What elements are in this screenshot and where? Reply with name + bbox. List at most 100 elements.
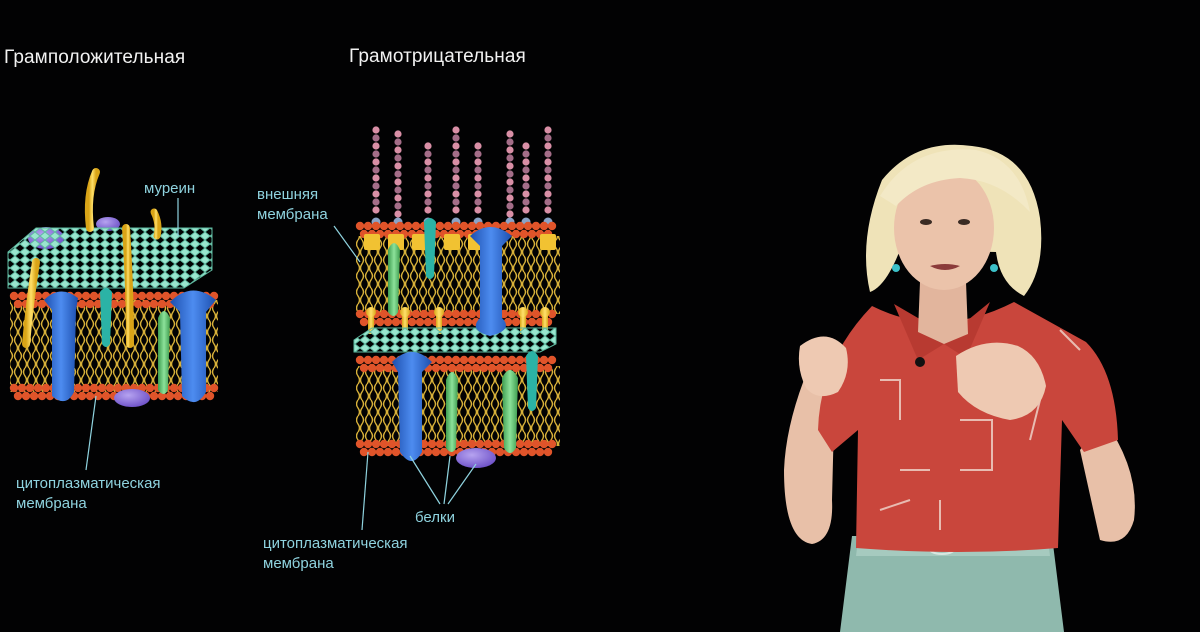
- lipid-head: [459, 355, 469, 365]
- lps-sugar: [452, 174, 460, 182]
- lipid-head: [423, 447, 433, 457]
- lipid-head: [531, 221, 541, 231]
- presenter-figure: [784, 144, 1135, 632]
- lipid-head: [431, 447, 441, 457]
- lps-sugar: [522, 198, 530, 206]
- lipid-head: [383, 363, 393, 373]
- lps-sugar: [394, 154, 402, 162]
- lipid-head: [97, 383, 107, 393]
- lipid-head: [483, 439, 493, 449]
- lipid-head: [403, 221, 413, 231]
- lps-sugar: [506, 194, 514, 202]
- lps-sugar: [522, 182, 530, 190]
- lps-sugar: [394, 138, 402, 146]
- lps-sugar: [452, 182, 460, 190]
- lipid-head: [535, 447, 545, 457]
- gp-cytoplasmic-membrane-line-1: цитоплазматическая: [16, 475, 161, 492]
- lipid-head: [145, 291, 155, 301]
- lipid-head: [475, 439, 485, 449]
- lipid-head: [487, 363, 497, 373]
- lipid-head: [149, 299, 159, 309]
- lipid-head: [459, 439, 469, 449]
- outer-membrane-label: внешняя мембрана: [257, 185, 328, 225]
- lipid-head: [503, 317, 513, 327]
- lps-sugar: [424, 142, 432, 150]
- lps-sugar: [474, 174, 482, 182]
- lps-sugar: [424, 182, 432, 190]
- lipid-head: [33, 383, 43, 393]
- lipid-head: [25, 383, 35, 393]
- lipid-head: [531, 309, 541, 319]
- lps-sugar: [544, 166, 552, 174]
- lps-sugar: [506, 186, 514, 194]
- lps-core: [364, 234, 380, 250]
- lipid-head: [427, 439, 437, 449]
- lipid-head: [495, 447, 505, 457]
- lipid-head: [391, 317, 401, 327]
- lps-sugar: [372, 182, 380, 190]
- lipid-head: [523, 221, 533, 231]
- lps-sugar: [506, 210, 514, 218]
- lps-sugar: [452, 198, 460, 206]
- lps-sugar: [424, 174, 432, 182]
- lps-sugar: [394, 202, 402, 210]
- lipid-head: [515, 221, 525, 231]
- lps-sugar: [372, 158, 380, 166]
- lipid-head: [495, 363, 505, 373]
- lipid-head: [363, 355, 373, 365]
- lipid-head: [523, 439, 533, 449]
- lipid-head: [447, 317, 457, 327]
- lipid-head: [371, 439, 381, 449]
- lps-sugar: [544, 126, 552, 134]
- lipid-head: [81, 383, 91, 393]
- lipid-head: [547, 221, 557, 231]
- lps-sugar: [474, 206, 482, 214]
- lps-sugar: [544, 134, 552, 142]
- lipid-head: [455, 363, 465, 373]
- lps-sugar: [394, 130, 402, 138]
- lps-sugar: [372, 190, 380, 198]
- lipid-head: [519, 363, 529, 373]
- lipid-head: [547, 355, 557, 365]
- lipid-head: [379, 221, 389, 231]
- lipid-head: [539, 439, 549, 449]
- lipid-head: [383, 447, 393, 457]
- gn-cytoplasmic-membrane-line-2: мембрана: [263, 555, 334, 572]
- lipid-head: [443, 309, 453, 319]
- gram-positive-title: Грамположительная: [4, 47, 186, 68]
- lipid-head: [447, 363, 457, 373]
- lipid-head: [515, 439, 525, 449]
- lipid-head: [511, 229, 521, 239]
- lipid-head: [519, 229, 529, 239]
- lps-sugar: [506, 162, 514, 170]
- lipopolysaccharide-chains: [371, 126, 553, 227]
- lipid-head: [379, 439, 389, 449]
- lps-sugar: [452, 190, 460, 198]
- lipid-head: [379, 355, 389, 365]
- gram-positive-wall: [7, 168, 219, 471]
- lipid-head: [391, 447, 401, 457]
- lipid-head: [363, 439, 373, 449]
- lps-sugar: [372, 206, 380, 214]
- lps-sugar: [452, 134, 460, 142]
- murein-label: муреин: [144, 180, 196, 197]
- lps-sugar: [452, 126, 460, 134]
- lipid-head: [157, 299, 167, 309]
- lipid-head: [467, 221, 477, 231]
- lps-sugar: [394, 194, 402, 202]
- lipid-head: [511, 317, 521, 327]
- lps-sugar: [544, 158, 552, 166]
- lipid-head: [435, 439, 445, 449]
- lipid-head: [467, 355, 477, 365]
- lipid-head: [387, 439, 397, 449]
- lipid-head: [371, 221, 381, 231]
- lipid-head: [423, 317, 433, 327]
- lipid-head: [77, 299, 87, 309]
- lipid-head: [17, 383, 27, 393]
- lipid-head: [141, 299, 151, 309]
- lipid-head: [89, 291, 99, 301]
- lipid-head: [435, 355, 445, 365]
- lipid-head: [475, 221, 485, 231]
- lps-sugar: [424, 150, 432, 158]
